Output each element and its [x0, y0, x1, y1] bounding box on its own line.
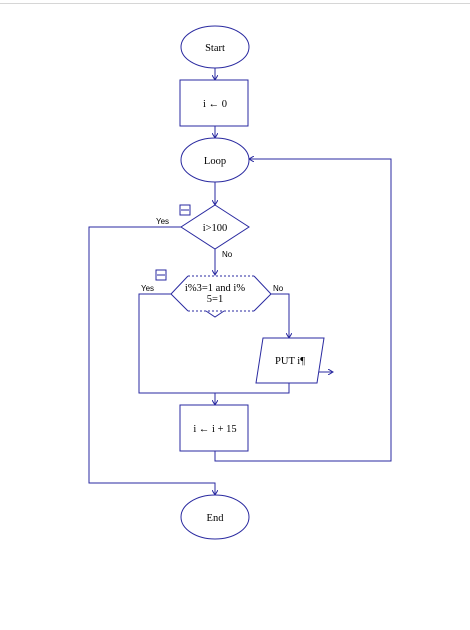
mod-decision-label-line2: 5=1 [207, 294, 223, 305]
limit-no-label: No [222, 250, 233, 259]
end-label: End [207, 513, 225, 524]
limit-decision[interactable] [180, 204, 250, 250]
mod-yes-label: Yes [141, 284, 154, 293]
edge-limit-yes [88, 226, 215, 495]
mod-no-label: No [273, 284, 284, 293]
collapse-toggle-icon[interactable] [179, 204, 191, 216]
edge-mod-no [271, 293, 289, 338]
edge-increment-loop [214, 159, 392, 462]
put-label: PUT i¶ [275, 356, 305, 367]
limit-yes-label: Yes [156, 217, 169, 226]
increment-process[interactable] [179, 404, 249, 452]
start-label: Start [205, 43, 225, 54]
put-io-node[interactable] [255, 337, 325, 384]
mod-decision-label-line1: i%3=1 and i% [185, 283, 245, 294]
init-label: i ← 0 [203, 99, 227, 110]
limit-decision-label: i>100 [203, 223, 228, 234]
page-top-edge [0, 0, 470, 4]
start-node[interactable] [180, 25, 250, 69]
edge-mod-yes [138, 293, 215, 394]
loop-node[interactable] [180, 137, 250, 183]
init-process[interactable] [179, 79, 249, 127]
loop-label: Loop [204, 156, 226, 167]
increment-label: i ← i + 15 [193, 424, 236, 435]
end-node[interactable] [180, 494, 250, 540]
mod-decision[interactable] [171, 276, 271, 311]
edge-put-merge [215, 383, 290, 394]
collapse-toggle-icon[interactable] [155, 269, 167, 281]
